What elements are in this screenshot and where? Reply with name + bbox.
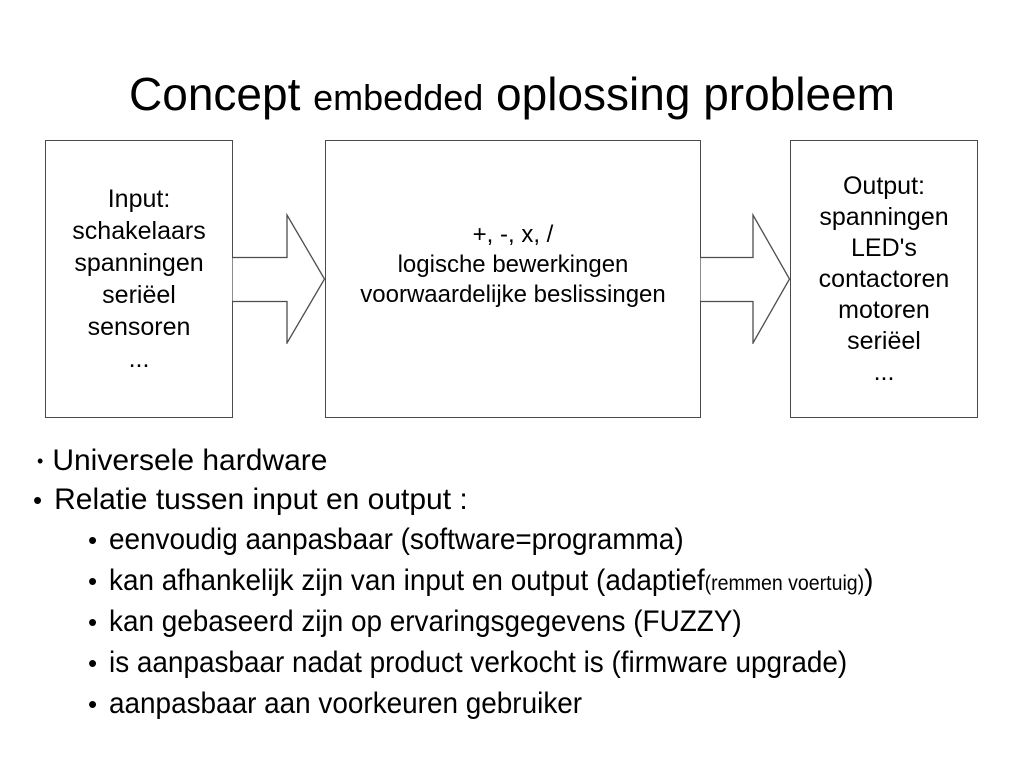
list-item: • kan afhankelijk zijn van input en outp… [88, 560, 1003, 601]
arrow-right-icon [232, 213, 326, 344]
input-box: Input: schakelaars spanningen seriëel se… [45, 140, 233, 418]
process-box: +, -, x, / logische bewerkingen voorwaar… [325, 140, 701, 418]
list-item-label: kan afhankelijk zijn van input en output… [109, 564, 873, 598]
list-item-label-main: kan afhankelijk zijn van input en output… [109, 563, 705, 597]
bullet-marker: • [37, 450, 44, 471]
list-item-label: eenvoudig aanpasbaar (software=programma… [109, 522, 684, 556]
bullet-marker: • [88, 606, 98, 637]
list-item-label-small: (remmen voertuig) [704, 571, 865, 595]
title-part-3: oplossing probleem [483, 68, 895, 120]
output-box: Output: spanningen LED's contactoren mot… [790, 140, 978, 418]
list-item: • eenvoudig aanpasbaar (software=program… [88, 519, 1003, 560]
list-item-label: is aanpasbaar nadat product verkocht is … [109, 645, 848, 679]
title-part-embedded: embedded [313, 77, 484, 118]
list-item: • Universele hardware [33, 441, 1003, 480]
bullet-marker: • [88, 688, 98, 719]
page-title: Concept embedded oplossing probleem [0, 66, 1024, 126]
bullet-marker: • [88, 565, 98, 596]
title-part-1: Concept [129, 68, 314, 120]
bullet-marker: • [33, 484, 43, 515]
list-item-label-suffix: ) [864, 563, 874, 597]
output-box-text: Output: spanningen LED's contactoren mot… [818, 171, 950, 386]
list-item-label: aanpasbaar aan voorkeuren gebruiker [109, 686, 583, 720]
bullet-marker: • [88, 524, 98, 555]
list-item: • aanpasbaar aan voorkeuren gebruiker [88, 683, 1003, 724]
process-box-text: +, -, x, / logische bewerkingen voorwaar… [360, 221, 666, 308]
bullet-marker: • [88, 647, 98, 678]
list-item-label: Relatie tussen input en output : [54, 482, 468, 516]
bullet-list: • Universele hardware • Relatie tussen i… [33, 441, 1003, 724]
list-item-label: Universele hardware [52, 443, 328, 477]
list-item: • kan gebaseerd zijn op ervaringsgegeven… [88, 601, 1003, 642]
list-item-label: kan gebaseerd zijn op ervaringsgegevens … [109, 604, 742, 638]
arrow-right-icon [700, 213, 791, 344]
input-box-text: Input: schakelaars spanningen seriëel se… [72, 185, 206, 373]
list-item: • Relatie tussen input en output : [33, 480, 1003, 519]
list-item: • is aanpasbaar nadat product verkocht i… [88, 642, 1003, 683]
